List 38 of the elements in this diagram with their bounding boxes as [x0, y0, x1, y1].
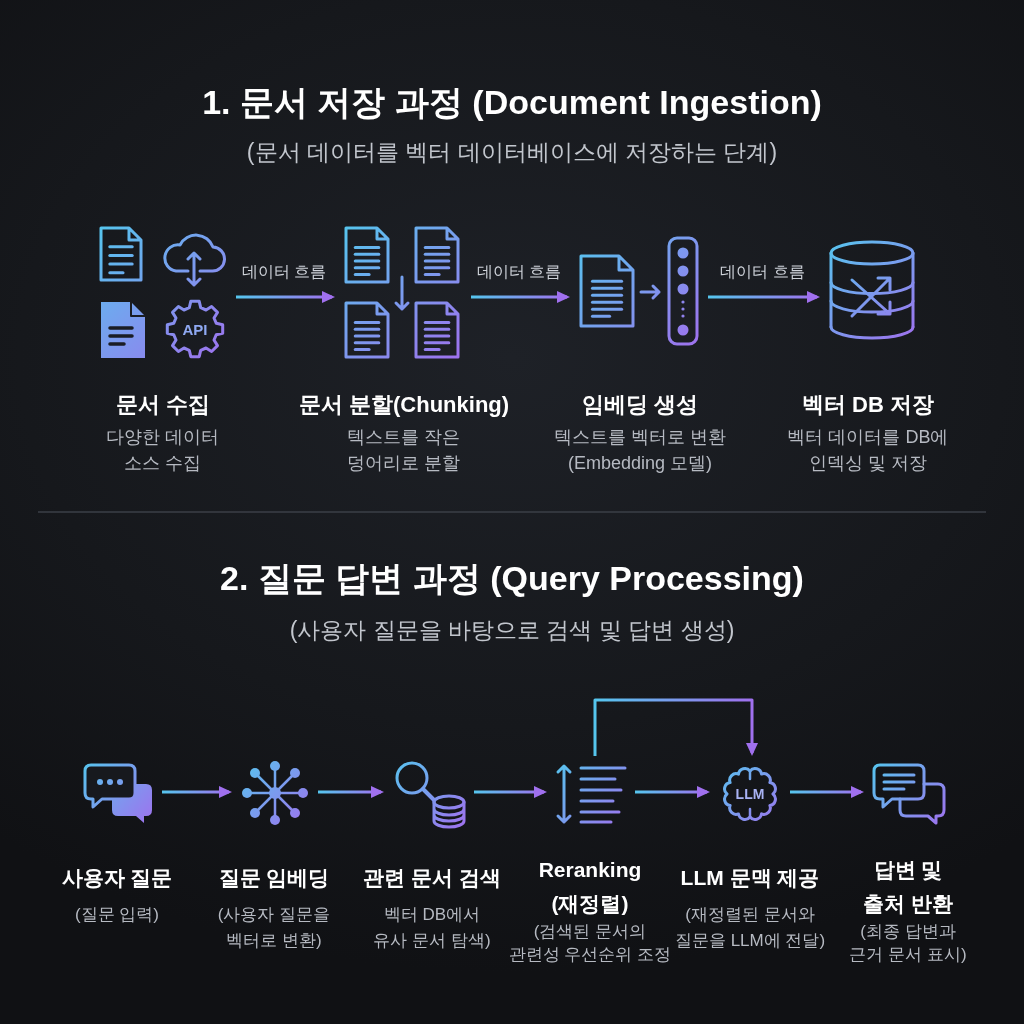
arrow: [593, 698, 758, 756]
arrow: [635, 786, 710, 798]
icon-label: LLM: [735, 786, 765, 802]
step-description: 텍스트를 작은 덩어리로 분할: [347, 426, 461, 475]
arrow: [236, 291, 335, 303]
step-description: 벡터 DB에서 유사 문서 탐색): [373, 904, 491, 952]
step-title: Reranking (재정렬): [538, 857, 642, 917]
arrow: [474, 786, 547, 798]
section-title: 2. 질문 답변 과정 (Query Processing): [220, 557, 804, 599]
edge-label: 데이터 흐름: [476, 262, 562, 282]
step-title: 문서 분할(Chunking): [298, 391, 510, 419]
step-title: 임베딩 생성: [581, 391, 699, 419]
arrow: [471, 291, 570, 303]
step-description: 다양한 데이터 소스 수집: [106, 426, 220, 475]
step-title: 사용자 질문: [61, 865, 173, 891]
step-title: 질문 임베딩: [218, 865, 330, 891]
step-description: 텍스트를 벡터로 변환 (Embedding 모델): [554, 426, 726, 475]
section-title: 1. 문서 저장 과정 (Document Ingestion): [202, 81, 822, 123]
step-description: 벡터 데이터를 DB에 인덱싱 및 저장: [787, 426, 949, 475]
edge-label: 데이터 흐름: [241, 262, 327, 282]
step-title: 문서 수집: [115, 391, 211, 419]
step-description: (질문 입력): [75, 904, 159, 926]
arrow: [708, 291, 820, 303]
arrow: [790, 786, 864, 798]
section-subtitle: (사용자 질문을 바탕으로 검색 및 답변 생성): [289, 615, 735, 645]
section-subtitle: (문서 데이터를 벡터 데이터베이스에 저장하는 단계): [246, 137, 778, 167]
step-description: (최종 답변과 근거 문서 표시): [849, 921, 967, 966]
step-description: (사용자 질문을 벡터로 변환): [217, 904, 331, 952]
step-description: (재정렬된 문서와 질문을 LLM에 전달): [674, 904, 826, 952]
edge-label: 데이터 흐름: [720, 262, 805, 282]
step-title: 관련 문서 검색: [363, 865, 501, 891]
icon-label: API: [182, 319, 208, 339]
arrow: [162, 786, 232, 798]
step-title: 답변 및 출처 반환: [863, 857, 953, 917]
step-title: 벡터 DB 저장: [802, 391, 934, 419]
arrow: [318, 786, 384, 798]
step-title: LLM 문맥 제공: [680, 865, 820, 891]
step-description: (검색된 문서의 관련성 우선순위 조정: [508, 921, 672, 966]
